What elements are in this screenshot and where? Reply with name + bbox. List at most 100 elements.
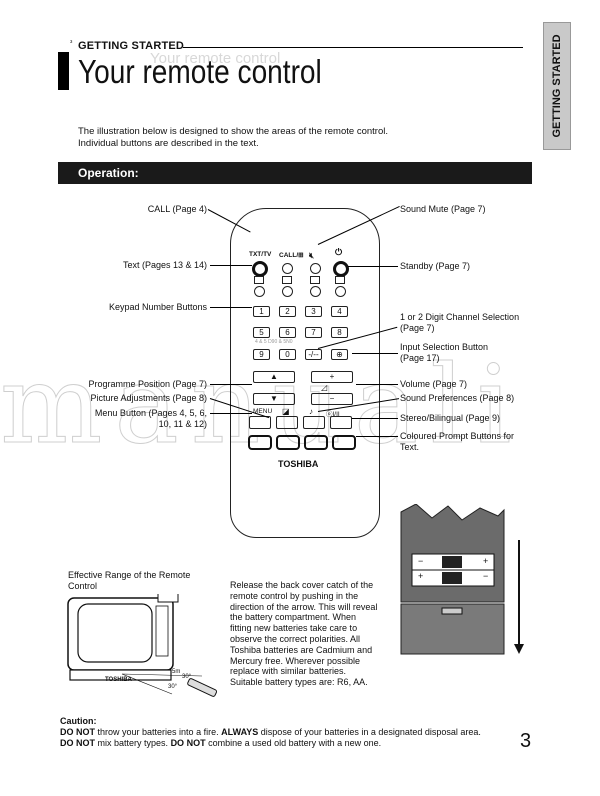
leader-standby (348, 266, 398, 267)
caution-text-1b: dispose of your batteries in a designate… (260, 727, 481, 737)
caution-always: ALWAYS (221, 727, 259, 737)
faint-print: 4 & 5 D90 & 5N0 (255, 339, 293, 345)
label-digit-1: 1 or 2 Digit Channel Selection (400, 312, 520, 322)
standby-button[interactable] (333, 261, 349, 277)
remote-control: TXT/TV CALL/⊞ 🔇︎ ⏻ 1 2 3 4 5 6 7 8 4 & 5… (230, 208, 380, 538)
page-number: 3 (520, 730, 532, 752)
label-picture: Picture Adjustments (Page 8) (90, 393, 207, 403)
label-text: Text (Pages 13 & 14) (122, 260, 207, 270)
tv-brand: TOSHIBA (105, 677, 132, 683)
key-8[interactable]: 8 (331, 327, 348, 338)
header-rule (183, 47, 523, 48)
key-1[interactable]: 1 (253, 306, 270, 317)
battery-plus-1: + (483, 556, 489, 566)
label-keypad: Keypad Number Buttons (108, 302, 207, 312)
small-button-4[interactable] (335, 276, 345, 284)
label-input-2: (Page 17) (400, 353, 440, 363)
range-title-1: Effective Range of the Remote (68, 570, 191, 580)
intro-line-1: The illustration below is designed to sh… (78, 126, 388, 137)
caution-text-1a: throw your batteries into a fire. (97, 727, 219, 737)
stereo-label: ⓞI/II (326, 411, 340, 418)
caution-do-not-3: DO NOT (170, 738, 206, 748)
key-3[interactable]: 3 (305, 306, 322, 317)
ghost-title: Your remote control (150, 50, 281, 67)
mute-button[interactable] (310, 263, 321, 274)
label-volume: Volume (Page 7) (400, 379, 468, 389)
small-button-3[interactable] (310, 276, 320, 284)
remote-brand: TOSHIBA (278, 459, 319, 469)
colour-button-red[interactable] (248, 435, 272, 450)
leader-coloured (356, 436, 398, 437)
key-9[interactable]: 9 (253, 349, 270, 360)
caution-text-2b: combine a used old battery with a new on… (208, 738, 382, 748)
key-4[interactable]: 4 (331, 306, 348, 317)
volume-down-button[interactable]: − (311, 393, 353, 405)
label-menu-1: Menu Button (Pages 4, 5, 6, (94, 408, 207, 418)
label-stereo: Stereo/Bilingual (Page 9) (400, 413, 501, 423)
battery-minus-1: − (418, 556, 424, 566)
battery-minus-2: − (483, 571, 489, 581)
round-button-1[interactable] (254, 286, 265, 297)
intro-text: The illustration below is designed to sh… (78, 126, 438, 150)
programme-down-button[interactable]: ▼ (253, 393, 295, 405)
key-0[interactable]: 0 (279, 349, 296, 360)
side-tab[interactable]: GETTING STARTED (543, 22, 571, 150)
volume-up-button[interactable]: + (311, 371, 353, 383)
colour-button-green[interactable] (276, 435, 300, 450)
menu-label: MENU (253, 408, 273, 415)
label-call: CALL (Page 4) (147, 204, 207, 214)
digit-select-button[interactable]: -/-- (305, 349, 322, 360)
tv-range-illustration (67, 594, 218, 697)
label-digit-2: (Page 7) (400, 323, 435, 333)
intro-line-2: Individual buttons are described in the … (78, 138, 259, 149)
key-2[interactable]: 2 (279, 306, 296, 317)
label-sound-mute: Sound Mute (Page 7) (400, 204, 486, 214)
section-label: GETTING STARTED (78, 40, 185, 52)
range-distance: 5m (172, 669, 181, 675)
direction-arrow-icon (514, 644, 524, 654)
key-7[interactable]: 7 (305, 327, 322, 338)
caution-line-2: DO NOT mix battery types. DO NOT combine… (60, 738, 481, 749)
range-angle-2: 30° (168, 684, 178, 690)
operation-heading-bar: Operation: (58, 162, 532, 184)
key-6[interactable]: 6 (279, 327, 296, 338)
range-angle-1: 30° (182, 674, 192, 680)
round-button-4[interactable] (335, 286, 346, 297)
small-button-1[interactable] (254, 276, 264, 284)
battery-instructions: Release the back cover catch of the remo… (230, 580, 378, 688)
call-button[interactable] (282, 263, 293, 274)
section-marker: ³ (70, 40, 73, 47)
colour-button-blue[interactable] (332, 435, 356, 450)
caution-text-2a: mix battery types. (97, 738, 169, 748)
round-button-2[interactable] (282, 286, 293, 297)
menu-button[interactable] (249, 416, 271, 429)
label-programme: Programme Position (Page 7) (88, 379, 207, 389)
range-title-2: Control (68, 581, 98, 591)
call-label: CALL/⊞ (279, 252, 304, 259)
small-button-2[interactable] (282, 276, 292, 284)
txt-tv-button[interactable] (252, 261, 268, 277)
leader-volume (356, 384, 398, 385)
caution-box: Caution: DO NOT throw your batteries int… (60, 716, 481, 749)
programme-up-button[interactable]: ▲ (253, 371, 295, 383)
title-bar (58, 52, 69, 90)
key-5[interactable]: 5 (253, 327, 270, 338)
round-button-3[interactable] (310, 286, 321, 297)
volume-icon: ◿ (321, 383, 328, 392)
picture-icon: ◪ (282, 407, 290, 416)
caution-title: Caution: (60, 716, 97, 726)
mute-icon: 🔇︎ (309, 251, 315, 260)
picture-button[interactable] (276, 416, 298, 429)
sound-preferences-button[interactable] (303, 416, 325, 429)
label-coloured-1: Coloured Prompt Buttons for (400, 431, 515, 441)
label-standby: Standby (Page 7) (400, 261, 471, 271)
leader-menu (210, 413, 252, 414)
label-sound-prefs: Sound Preferences (Page 8) (400, 393, 515, 403)
stereo-button[interactable] (330, 416, 352, 429)
input-select-button[interactable]: ⊕ (331, 349, 348, 360)
battery-plus-2: + (418, 571, 424, 581)
power-icon: ⏻ (335, 247, 343, 257)
watermark: manuali (0, 343, 524, 469)
side-tab-label: GETTING STARTED (551, 34, 563, 138)
colour-button-yellow[interactable] (304, 435, 328, 450)
